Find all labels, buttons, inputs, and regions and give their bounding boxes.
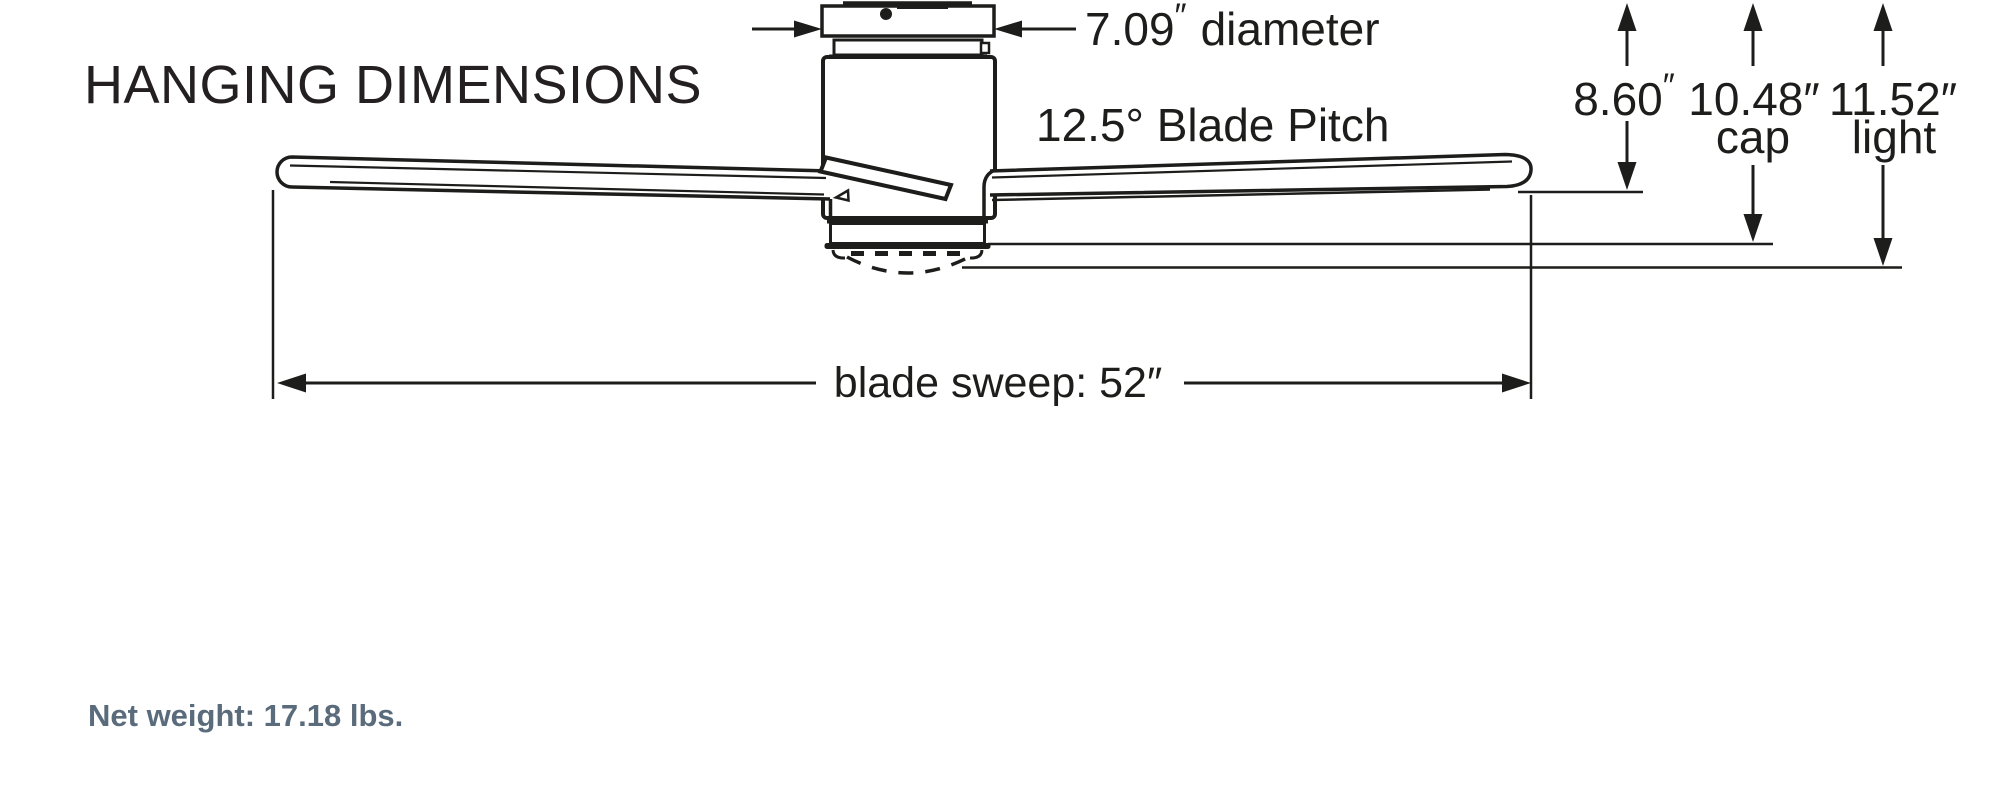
height-light-word: light	[1852, 111, 1937, 163]
down-arrow-icon	[1873, 238, 1893, 266]
light-kit	[831, 249, 984, 275]
diameter-arrow-left-head-icon	[794, 20, 822, 38]
blade-iron	[817, 155, 954, 203]
up-arrow-icon	[1873, 3, 1893, 31]
height-cap-unit: ″	[1803, 73, 1819, 125]
blade-sweep-label: blade sweep: 52″	[834, 359, 1162, 407]
height-blade-number: 8.60	[1573, 73, 1663, 125]
left-blade-inner-line	[329, 180, 825, 196]
canopy-screw	[880, 8, 892, 20]
blade-sweep-arrow-right-icon	[1502, 373, 1531, 393]
height-blade-unit: ″	[1663, 67, 1675, 105]
cap-bottom-edge	[824, 243, 991, 249]
height-light-unit: ″	[1941, 73, 1957, 125]
height-dimension-blade: 8.60″	[1573, 3, 1675, 190]
left-blade	[275, 155, 831, 201]
lower-housing	[827, 167, 997, 224]
height-light-value: 11.52″	[1829, 73, 1957, 125]
diameter-arrow-right-head-icon	[994, 20, 1022, 38]
light-rim-left	[831, 249, 846, 260]
down-arrow-icon	[1617, 162, 1637, 190]
up-arrow-icon	[1617, 3, 1637, 31]
canopy	[820, 1, 996, 38]
mount-collar	[829, 38, 991, 60]
left-blade-outline	[275, 155, 831, 201]
diameter-label: 7.09″ diameter	[1085, 0, 1380, 55]
height-blade-value: 8.60″	[1573, 67, 1675, 125]
canopy-body	[820, 4, 996, 38]
height-dimension-light: 11.52″ light	[1829, 3, 1957, 266]
blade-pitch-label: 12.5° Blade Pitch	[1036, 99, 1389, 151]
blade-sweep-dimension: blade sweep: 52″	[271, 190, 1533, 407]
blade-iron-tab	[832, 188, 850, 203]
lower-housing-right-edge	[982, 167, 997, 217]
page-title: HANGING DIMENSIONS	[84, 55, 703, 115]
diameter-unit: ″	[1175, 0, 1187, 35]
blade-sweep-arrow-left-icon	[277, 373, 306, 393]
down-arrow-icon	[1743, 214, 1763, 242]
height-light-number: 11.52	[1829, 73, 1941, 125]
collar-notch	[979, 41, 991, 55]
right-blade-under-edge	[991, 188, 1491, 202]
height-dimension-cap: 10.48″ cap	[1688, 3, 1820, 242]
height-cap-value: 10.48″	[1688, 73, 1819, 125]
light-rim-right	[969, 249, 984, 260]
diameter-dimension: 7.09″ diameter	[752, 0, 1380, 55]
right-blade	[989, 152, 1533, 202]
height-cap-word: cap	[1716, 111, 1790, 163]
blade-iron-bar	[817, 155, 954, 202]
up-arrow-icon	[1743, 3, 1763, 31]
trim-band	[827, 217, 988, 224]
left-blade-inner-line	[289, 164, 827, 180]
diameter-value: 7.09	[1085, 3, 1175, 55]
height-cap-number: 10.48	[1688, 73, 1803, 125]
collar-body	[832, 38, 984, 57]
diameter-word: diameter	[1201, 3, 1380, 55]
cap-body	[829, 222, 986, 245]
right-blade-outline	[989, 152, 1533, 197]
cap	[824, 222, 991, 249]
right-blade-inner-line	[991, 160, 1513, 179]
net-weight-text: Net weight: 17.18 lbs.	[88, 698, 404, 733]
light-dome-dashed	[846, 255, 970, 275]
